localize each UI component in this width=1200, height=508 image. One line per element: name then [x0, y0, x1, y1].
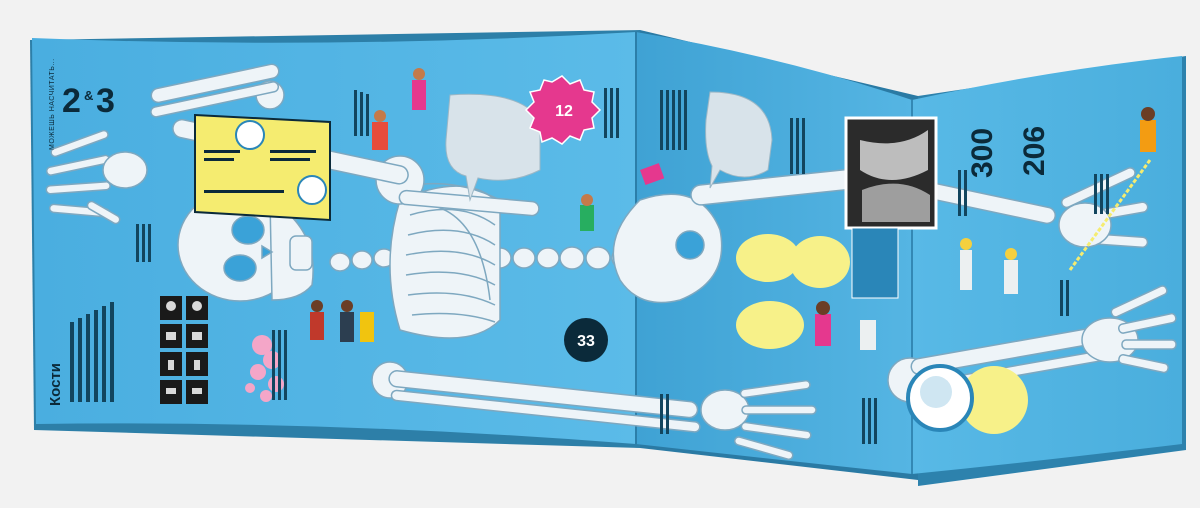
- xray-icons: [160, 296, 208, 404]
- fact-left: 2 & 3: [62, 82, 115, 120]
- fact-left-amp: &: [84, 88, 94, 103]
- fact-left-b: 3: [96, 82, 115, 120]
- skeleton: [45, 63, 1177, 461]
- fact-left-a: 2: [62, 82, 81, 120]
- fact-right: 300 206: [966, 126, 1051, 178]
- yellow-info-box: [194, 113, 331, 222]
- fact-right-b: 206: [1018, 126, 1051, 176]
- knee-xray-panel: [844, 116, 938, 230]
- badge-mid: 33: [564, 318, 608, 362]
- illustrated-figures: [310, 68, 1156, 350]
- badge-mid-number: 33: [577, 333, 595, 350]
- page-header: МОЖЕШЬ НАСЧИТАТЬ...: [49, 58, 56, 150]
- xray-note-box: [851, 227, 899, 299]
- fact-right-a: 300: [966, 128, 999, 178]
- badge-top-number: 12: [555, 103, 573, 120]
- speech-bubbles: [445, 91, 1028, 434]
- body-copy-lines: [70, 88, 1109, 444]
- badge-top: 12: [524, 75, 602, 145]
- measuring-tape: [1068, 159, 1152, 271]
- book-title: Кости: [47, 363, 64, 406]
